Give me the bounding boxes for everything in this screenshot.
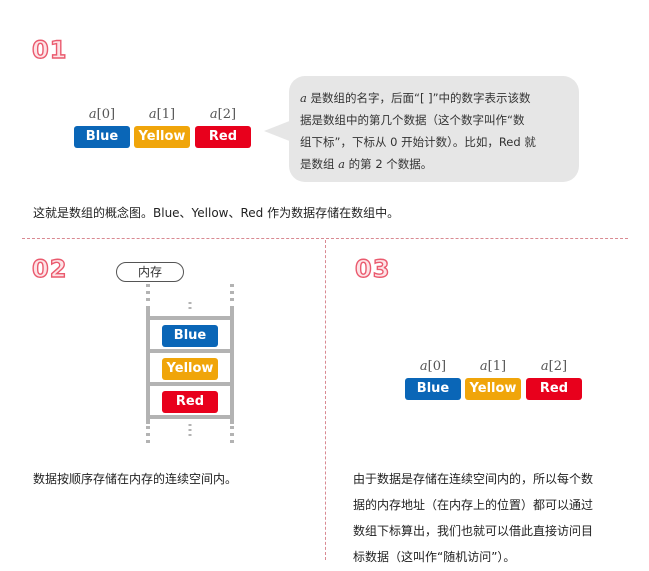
step-number-01: 01 xyxy=(31,36,68,64)
bubble-line: 据是数组中的第几个数据（这个数字叫作“数 xyxy=(300,109,576,131)
caption-3-line: 数组下标算出，我们也就可以借此直接访问目 xyxy=(353,524,594,538)
array-cell-red: Red xyxy=(195,126,251,148)
array-index-2: a[2] xyxy=(526,360,582,373)
array-index-2: a[2] xyxy=(195,108,251,121)
array-name: a xyxy=(540,359,549,374)
caption-2: 数据按顺序存储在内存的连续空间内。 xyxy=(33,472,238,486)
bubble-run: 是数组的名字，后面“[ ]”中的数字表示该数 xyxy=(306,91,531,105)
array-name: a xyxy=(419,359,428,374)
array-name: a xyxy=(479,359,488,374)
caption-3-line: 标数据（这叫作“随机访问”）。 xyxy=(353,550,516,564)
memory-label: 内存 xyxy=(116,262,184,282)
array-name: a xyxy=(148,107,157,122)
caption-3-line: 由于数据是存储在连续空间内的，所以每个数 xyxy=(353,472,594,486)
memory-cell-yellow: Yellow xyxy=(162,358,218,380)
bubble-tail xyxy=(264,120,292,142)
array-name: a xyxy=(300,91,307,105)
array-cell-blue: Blue xyxy=(74,126,130,148)
bubble-run: 组下标”，下标从 0 开始计数）。比如，Red 就 xyxy=(300,135,536,149)
explanation-bubble xyxy=(289,76,579,182)
array-name: a xyxy=(209,107,218,122)
bubble-run: 的第 2 个数据。 xyxy=(345,157,433,171)
array-cell-blue: Blue xyxy=(405,378,461,400)
array-index-0: a[0] xyxy=(74,108,130,121)
bubble-line: a 是数组的名字，后面“[ ]”中的数字表示该数 xyxy=(300,87,576,109)
index-label: [0] xyxy=(96,107,116,122)
index-label: [2] xyxy=(217,107,237,122)
caption-1: 这就是数组的概念图。Blue、Yellow、Red 作为数据存储在数组中。 xyxy=(33,206,400,220)
explanation-text: a 是数组的名字，后面“[ ]”中的数字表示该数据是数组中的第几个数据（这个数字… xyxy=(300,87,576,175)
caption-3-line: 据的内存地址（在内存上的位置）都可以通过 xyxy=(353,498,594,512)
step-number-03: 03 xyxy=(354,255,391,283)
index-label: [2] xyxy=(548,359,568,374)
bubble-line: 是数组 a 的第 2 个数据。 xyxy=(300,153,576,175)
array-cell-yellow: Yellow xyxy=(465,378,521,400)
array-index-1: a[1] xyxy=(465,360,521,373)
array-index-0: a[0] xyxy=(405,360,461,373)
array-cell-yellow: Yellow xyxy=(134,126,190,148)
memory-cell-blue: Blue xyxy=(162,325,218,347)
index-label: [1] xyxy=(156,107,176,122)
array-index-1: a[1] xyxy=(134,108,190,121)
index-label: [1] xyxy=(487,359,507,374)
array-cell-red: Red xyxy=(526,378,582,400)
array-name: a xyxy=(338,157,346,171)
step-number-02: 02 xyxy=(31,255,68,283)
memory-ladder xyxy=(146,284,234,446)
index-label: [0] xyxy=(427,359,447,374)
bubble-run: 是数组 xyxy=(300,157,339,171)
horizontal-divider xyxy=(22,238,628,239)
memory-cell-red: Red xyxy=(162,391,218,413)
caption-3: 由于数据是存储在连续空间内的，所以每个数 据的内存地址（在内存上的位置）都可以通… xyxy=(353,466,593,570)
bubble-line: 组下标”，下标从 0 开始计数）。比如，Red 就 xyxy=(300,131,576,153)
vertical-divider xyxy=(325,240,326,560)
array-name: a xyxy=(88,107,97,122)
bubble-run: 据是数组中的第几个数据（这个数字叫作“数 xyxy=(300,113,525,127)
